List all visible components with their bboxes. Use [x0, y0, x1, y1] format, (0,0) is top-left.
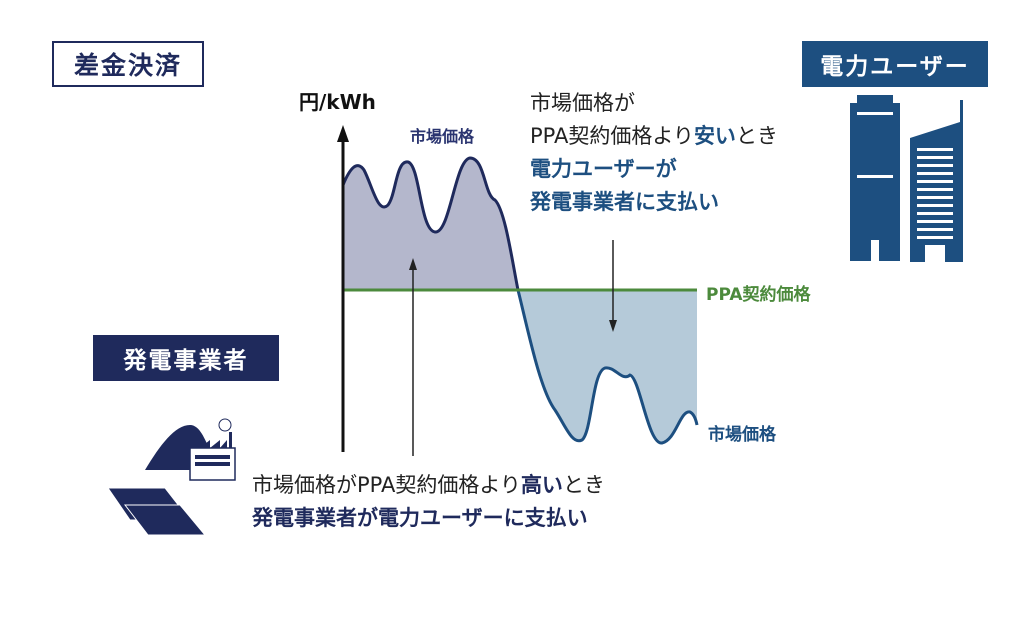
title-box: 差金決済	[52, 41, 204, 87]
high-case-line1: 市場価格がPPA契約価格より高いとき	[252, 473, 605, 497]
low-price-case-text: 市場価格が PPA契約価格より安いとき 電力ユーザーが 発電事業者に支払い	[530, 87, 778, 219]
building-windows	[857, 112, 953, 262]
factory-icon	[145, 418, 236, 481]
market-price-curve	[341, 156, 520, 291]
high-price-case-text: 市場価格がPPA契約価格より高いとき 発電事業者が電力ユーザーに支払い	[252, 469, 605, 535]
low-case-line3: 電力ユーザーが	[530, 157, 677, 181]
high-case-line2: 発電事業者が電力ユーザーに支払い	[252, 506, 588, 530]
market-price-curve-low	[516, 289, 699, 445]
ppa-price-label: PPA契約価格	[706, 285, 811, 305]
area-above-ppa	[343, 158, 518, 290]
low-case-line4: 発電事業者に支払い	[530, 190, 719, 214]
y-axis-unit: 円/kWh	[299, 90, 376, 114]
power-user-label: 電力ユーザー	[802, 41, 988, 87]
y-axis-arrow	[337, 125, 349, 142]
market-price-label-top: 市場価格	[410, 127, 475, 146]
low-case-line2: PPA契約価格より安いとき	[530, 124, 778, 148]
low-case-line1: 市場価格が	[530, 91, 635, 115]
generator-label: 発電事業者	[93, 335, 279, 381]
market-price-label-bottom: 市場価格	[708, 425, 776, 445]
solar-panel-icon	[107, 487, 207, 536]
